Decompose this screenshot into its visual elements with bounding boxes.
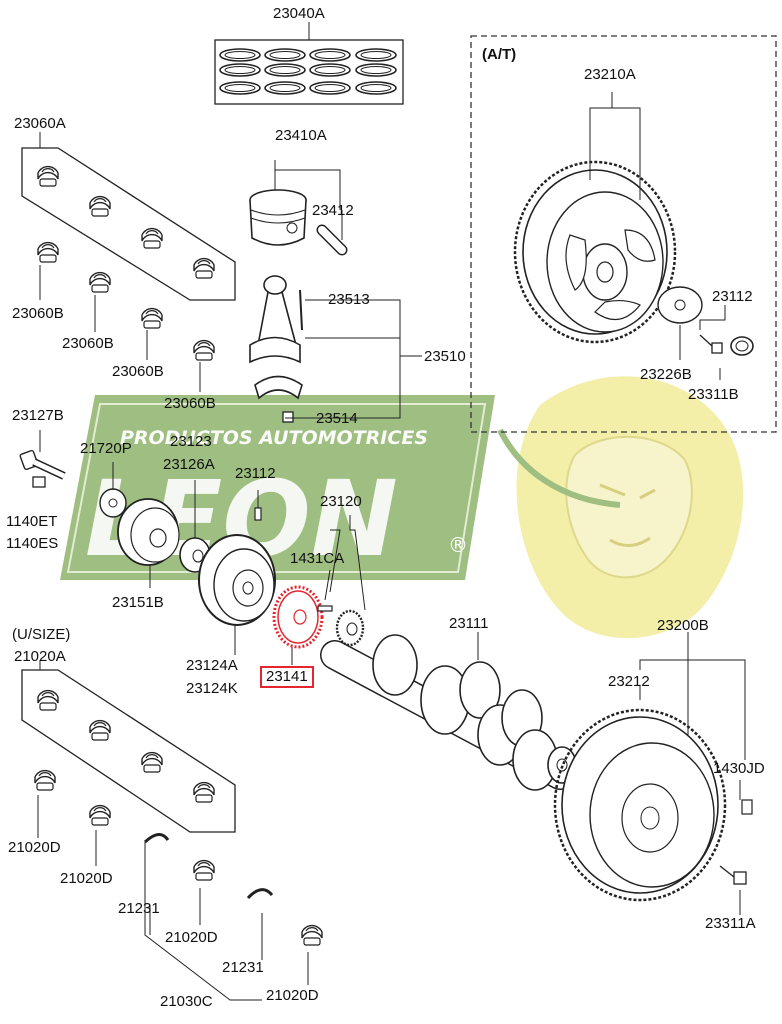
part-label-23200b[interactable]: 23200B bbox=[657, 617, 709, 634]
part-label-21720p[interactable]: 21720P bbox=[80, 440, 132, 457]
bolt-1140et bbox=[32, 476, 46, 488]
part-label-21020d-3[interactable]: 21020D bbox=[165, 929, 218, 946]
bearing-shells-23060b bbox=[37, 241, 215, 392]
piston-23410a bbox=[249, 189, 307, 246]
part-label-23151b[interactable]: 23151B bbox=[112, 594, 164, 611]
drive-plate-23226b bbox=[657, 286, 703, 324]
pin-1430jd bbox=[741, 799, 753, 815]
leader-lines bbox=[39, 22, 746, 960]
main-bearing-shells-21020d bbox=[34, 769, 323, 985]
connecting-rod-23510 bbox=[249, 275, 303, 423]
part-label-1140et[interactable]: 1140ET bbox=[6, 513, 58, 530]
watermark-tagline: PRODUCTOS AUTOMOTRICES bbox=[120, 427, 428, 449]
flywheel-23212 bbox=[553, 708, 727, 902]
part-label-1430jd[interactable]: 1430JD bbox=[713, 760, 765, 777]
part-label-23126a[interactable]: 23126A bbox=[163, 456, 215, 473]
bolt-23311b bbox=[699, 334, 723, 354]
part-label-23112-at[interactable]: 23112 bbox=[712, 288, 753, 305]
part-label-1431ca[interactable]: 1431CA bbox=[290, 550, 345, 567]
part-label-23111[interactable]: 23111 bbox=[449, 615, 489, 632]
part-label-21231-1[interactable]: 21231 bbox=[118, 900, 160, 917]
part-label-23060a[interactable]: 23060A bbox=[14, 115, 66, 132]
bolt-23311a bbox=[719, 865, 747, 885]
part-label-21020d-2[interactable]: 21020D bbox=[60, 870, 113, 887]
part-label-23127b[interactable]: 23127B bbox=[12, 407, 64, 424]
watermark-swoosh bbox=[497, 428, 621, 508]
key-1431ca bbox=[317, 605, 333, 612]
main-bearing-set-21020a bbox=[21, 669, 236, 833]
bearing-set-23060a bbox=[21, 147, 236, 301]
part-label-21020d-4[interactable]: 21020D bbox=[266, 987, 319, 1004]
part-label-23311b[interactable]: 23311B bbox=[688, 386, 739, 403]
crankshaft-23111 bbox=[320, 634, 577, 791]
part-label-23513[interactable]: 23513 bbox=[328, 291, 370, 308]
at-panel-border bbox=[470, 35, 777, 433]
thrust-washers-21231 bbox=[143, 833, 274, 1001]
part-label-23212[interactable]: 23212 bbox=[608, 673, 650, 690]
part-label-23060b-2[interactable]: 23060B bbox=[62, 335, 114, 352]
bushing-23112-at bbox=[730, 336, 754, 356]
part-label-21020a[interactable]: 21020A bbox=[14, 648, 66, 665]
part-label-23210a[interactable]: 23210A bbox=[584, 66, 636, 83]
sensor-wheel-23141 bbox=[272, 585, 324, 649]
part-label-23112[interactable]: 23112 bbox=[235, 465, 276, 482]
washer-21720p bbox=[99, 488, 127, 518]
part-label-23040a[interactable]: 23040A bbox=[273, 5, 325, 22]
damper-pulley-23124a bbox=[198, 534, 276, 626]
part-label-23226b[interactable]: 23226B bbox=[640, 366, 692, 383]
part-label-23412[interactable]: 23412 bbox=[312, 202, 354, 219]
pin-23112 bbox=[254, 507, 262, 521]
label-usize: (U/SIZE) bbox=[12, 626, 71, 643]
part-label-1140es[interactable]: 1140ES bbox=[6, 535, 59, 552]
piston-rings-23040a bbox=[214, 39, 404, 105]
part-label-21231-2[interactable]: 21231 bbox=[222, 959, 264, 976]
pulley-23151b bbox=[117, 498, 180, 566]
flexplate-drawing bbox=[513, 160, 677, 344]
bolt-23127b bbox=[19, 449, 66, 480]
part-label-23514[interactable]: 23514 bbox=[316, 410, 358, 427]
watermark-registered-mark: ® bbox=[448, 533, 468, 557]
part-label-23124a[interactable]: 23124A bbox=[186, 657, 238, 674]
label-at-panel: (A/T) bbox=[482, 46, 517, 63]
watermark-lion-face bbox=[565, 435, 693, 579]
part-label-23141-highlighted[interactable]: 23141 bbox=[260, 666, 314, 688]
timing-sprocket-23120 bbox=[335, 609, 365, 647]
part-label-23510[interactable]: 23510 bbox=[424, 348, 466, 365]
part-label-23060b-1[interactable]: 23060B bbox=[12, 305, 64, 322]
part-label-23311a[interactable]: 23311A bbox=[705, 915, 756, 932]
part-label-23060b-4[interactable]: 23060B bbox=[164, 395, 216, 412]
part-label-21020d-1[interactable]: 21020D bbox=[8, 839, 61, 856]
part-label-23124k[interactable]: 23124K bbox=[186, 680, 238, 697]
piston-pin-23412 bbox=[316, 224, 348, 256]
part-label-23120[interactable]: 23120 bbox=[320, 493, 362, 510]
part-label-23123[interactable]: 23123 bbox=[170, 433, 212, 450]
part-label-23410a[interactable]: 23410A bbox=[275, 127, 327, 144]
part-label-21030c[interactable]: 21030C bbox=[160, 993, 213, 1010]
part-label-23060b-3[interactable]: 23060B bbox=[112, 363, 164, 380]
